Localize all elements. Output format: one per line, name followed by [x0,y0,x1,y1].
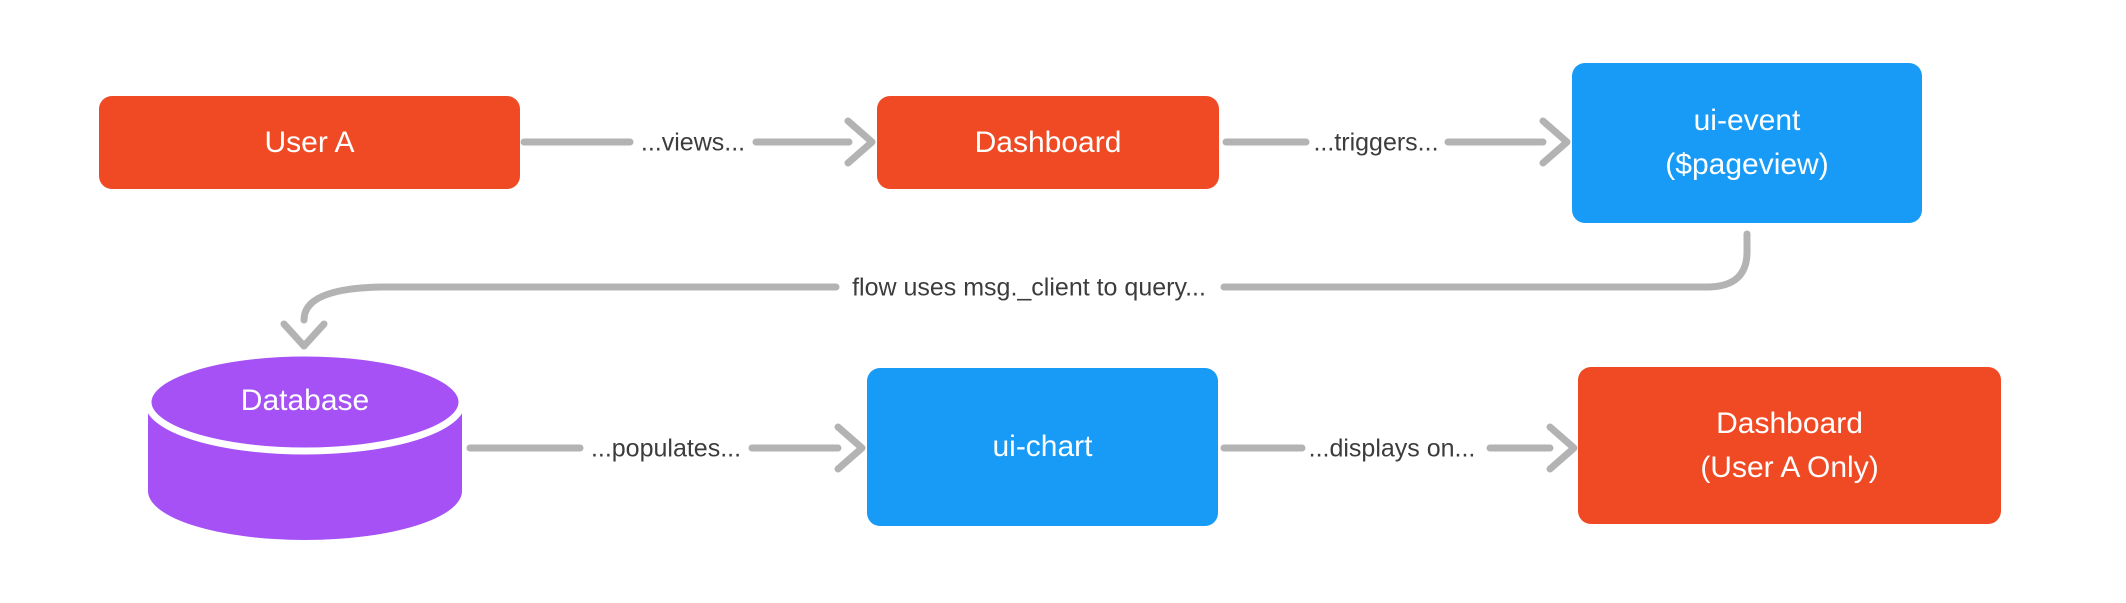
arrowhead-right-icon [1539,117,1571,167]
edge-triggers-connector [1222,117,1571,167]
node-ui-event: ui-event ($pageview) [1572,63,1922,223]
node-user-a: User A [99,96,520,189]
node-ui-chart-label: ui-chart [992,430,1093,463]
node-ui-event-label-line2: ($pageview) [1665,148,1829,181]
node-dashboard-user-a-only-label-line2: (User A Only) [1700,450,1879,484]
edge-views-label: ...views... [640,128,746,157]
edge-query-connector [280,230,1751,350]
edge-displays-on-connector [1220,423,1578,473]
node-user-a-label: User A [264,125,355,159]
arrowhead-right-icon [834,423,866,473]
edge-triggers-label: ...triggers... [1313,128,1439,157]
node-dashboard-user-a-only: Dashboard (User A Only) [1578,367,2001,524]
arrowhead-right-icon [844,117,876,167]
edge-displays-on-label: ...displays on... [1308,434,1476,463]
edge-query-label: flow uses msg._client to query... [852,273,1206,302]
arrowhead-right-icon [1546,423,1578,473]
edge-views-connector [520,117,876,167]
edge-populates-label: ...populates... [590,434,742,463]
database-cylinder-icon [144,349,466,540]
node-dashboard-user-a-only-label-line1: Dashboard [1716,406,1863,440]
edge-populates-connector [466,423,866,473]
node-database-label: Database [240,384,370,417]
arrowhead-down-icon [280,320,328,350]
node-ui-chart: ui-chart [867,368,1218,526]
node-ui-event-label-line1: ui-event [1693,104,1801,137]
node-dashboard-label: Dashboard [974,125,1122,159]
node-dashboard: Dashboard [877,96,1219,189]
